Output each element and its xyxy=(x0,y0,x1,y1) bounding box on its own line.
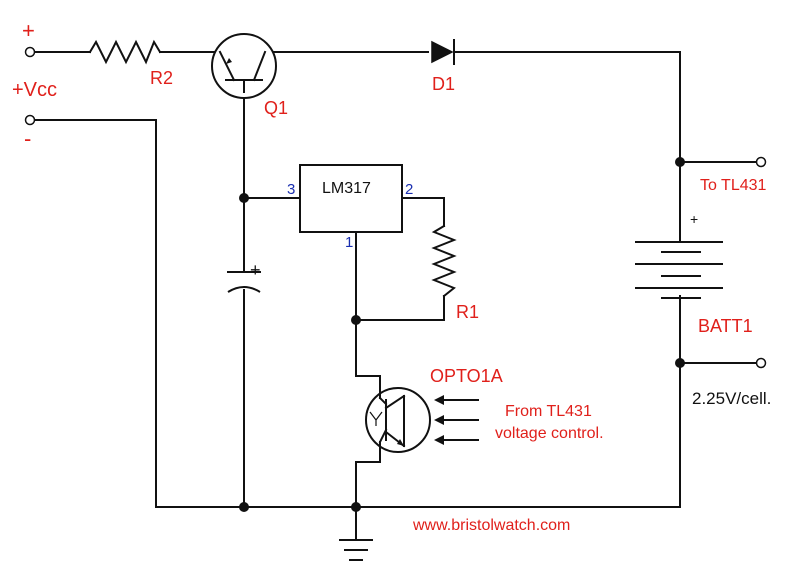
diode-icon xyxy=(431,39,455,65)
npn-transistor-icon xyxy=(211,33,277,99)
pin3-label: 3 xyxy=(287,181,295,198)
lm317-label: LM317 xyxy=(322,180,371,197)
polarized-capacitor-icon xyxy=(227,271,261,293)
minus-terminal-label: - xyxy=(24,126,31,151)
to-tl431-label: To TL431 xyxy=(700,177,767,194)
light-arrows-icon xyxy=(434,395,479,445)
junction-dot xyxy=(351,315,361,325)
resistor-icon xyxy=(431,224,457,298)
vcc-label: +Vcc xyxy=(12,79,57,101)
wires xyxy=(33,51,757,541)
junction-dot xyxy=(675,358,685,368)
terminal-cell-voltage xyxy=(755,357,767,369)
terminal-to-tl431 xyxy=(755,156,767,168)
from-tl431-line1: From TL431 xyxy=(505,403,592,420)
battery-icon xyxy=(635,241,723,299)
cell-voltage-label: 2.25V/cell. xyxy=(692,389,771,408)
cap-plus-label: + xyxy=(250,260,261,280)
plus-terminal-label: + xyxy=(22,18,35,43)
junction-dot xyxy=(239,193,249,203)
junctions xyxy=(239,157,685,512)
lm317-regulator xyxy=(299,164,403,233)
batt1-label: BATT1 xyxy=(698,316,753,336)
junction-dot xyxy=(239,502,249,512)
pin1-label: 1 xyxy=(345,234,353,251)
ground-icon xyxy=(339,539,373,561)
junction-dot xyxy=(351,502,361,512)
r1-label: R1 xyxy=(456,302,479,322)
terminal-minus xyxy=(24,114,36,126)
opto-label: OPTO1A xyxy=(430,366,503,386)
q1-label: Q1 xyxy=(264,98,288,118)
terminal-plus xyxy=(24,46,36,58)
junction-dot xyxy=(675,157,685,167)
resistor-icon xyxy=(88,39,162,65)
website-label: www.bristolwatch.com xyxy=(412,517,570,534)
r2-label: R2 xyxy=(150,68,173,88)
terminals xyxy=(24,46,767,369)
phototransistor-icon xyxy=(365,375,431,463)
batt-plus-label: + xyxy=(690,211,698,227)
from-tl431-line2: voltage control. xyxy=(495,425,604,442)
d1-label: D1 xyxy=(432,74,455,94)
pin2-label: 2 xyxy=(405,181,413,198)
